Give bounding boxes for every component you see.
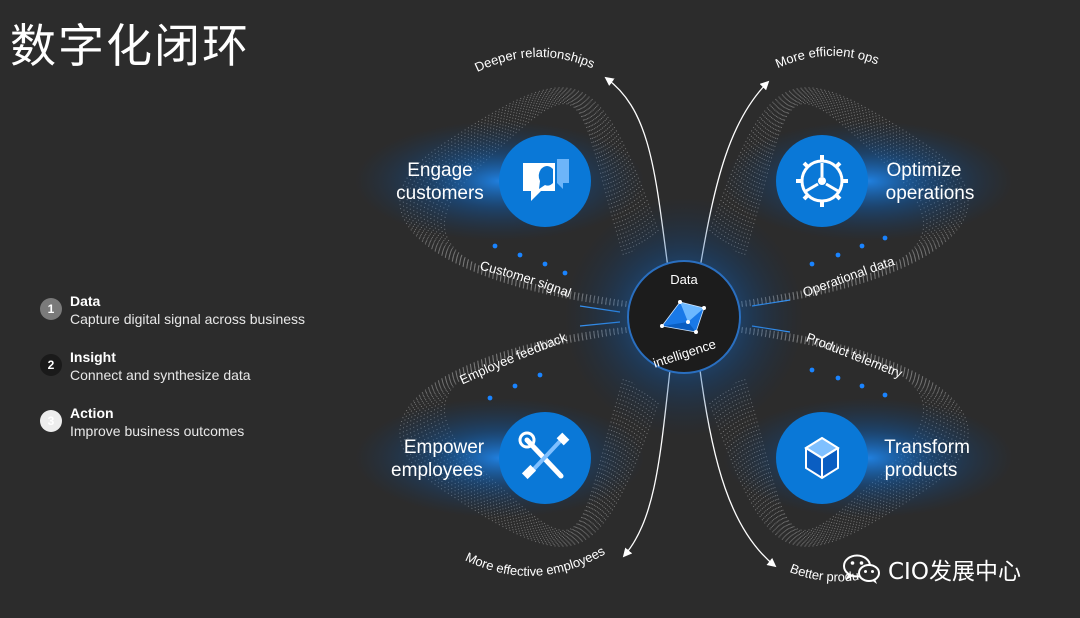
gear-icon (796, 155, 848, 207)
step-number: 3 (40, 410, 62, 432)
cube-icon (804, 436, 840, 480)
dotted-flow-line (701, 89, 962, 310)
dotted-flow-line (701, 324, 959, 543)
dotted-flow-line (701, 324, 942, 537)
flow-label-operational-data: Operational data (801, 253, 897, 300)
step-list: 1 Data Capture digital signal across bus… (40, 292, 340, 460)
flow-label-product-telemetry: Product telemetry (804, 330, 905, 381)
step-item-insight: 2 Insight Connect and synthesize data (40, 348, 340, 404)
node-engage-customers: Engage customers (396, 135, 591, 227)
customer-chat-icon (523, 159, 569, 201)
dotted-flow-line (399, 87, 667, 310)
flow-accent-dot (537, 372, 543, 378)
flow-label-employee-feedback: Employee feedback (457, 329, 569, 387)
dotted-flow-line (406, 89, 667, 310)
flow-accent-dot (492, 243, 498, 249)
flow-accent-dot (859, 383, 865, 389)
watermark-text: CIO发展中心 (888, 559, 1021, 585)
data-intelligence-hub: Data intelligence (627, 260, 741, 374)
flow-accent-dot (562, 270, 568, 276)
flow-accent-dot (809, 261, 815, 267)
tools-icon (518, 431, 570, 480)
step-title: Insight (70, 349, 116, 365)
dotted-flow-line (420, 324, 667, 540)
dotted-flow-line (409, 324, 667, 543)
dotted-flow-line (701, 324, 962, 545)
flow-accent-dot (882, 392, 888, 398)
step-number: 1 (40, 298, 62, 320)
flow-accent-dot (809, 367, 815, 373)
dotted-flow-line (701, 91, 959, 310)
flow-label-customer-signal: Customer signal (479, 258, 574, 301)
transform-label-line1: Transform (884, 437, 970, 458)
dotted-flow-line (701, 87, 969, 310)
empower-label-line2: employees (391, 460, 483, 481)
watermark: CIO发展中心 (842, 552, 1021, 586)
wechat-icon (843, 554, 880, 584)
data-intelligence-icon (660, 300, 706, 334)
node-transform-products: Transform products (776, 412, 970, 504)
flow-accent-dot (835, 252, 841, 258)
step-description: Connect and synthesize data (70, 367, 251, 383)
engage-label-line2: customers (396, 183, 484, 204)
engage-label-line1: Engage (407, 160, 473, 181)
flow-accent-dot (542, 261, 548, 267)
dotted-flow-line (426, 324, 667, 537)
transform-label-line2: products (885, 460, 958, 481)
outcome-label-more-effective-employees: More effective employees (463, 543, 607, 579)
dotted-flow-line (701, 324, 969, 547)
dotted-flow-line (406, 324, 667, 545)
step-number: 2 (40, 354, 62, 376)
dotted-flow-line (701, 97, 942, 310)
dotted-flow-line (701, 324, 948, 540)
step-description: Capture digital signal across business (70, 311, 306, 327)
flow-accent-dot (835, 375, 841, 381)
dotted-flow-line (409, 91, 667, 310)
outcome-label-more-efficient-ops: More efficient ops (773, 44, 882, 71)
dotted-flow-line (701, 94, 948, 310)
node-optimize-operations: Optimize operations (776, 135, 974, 227)
outcome-label-deeper-relationships: Deeper relationships (472, 45, 597, 75)
flow-accent-dot (512, 383, 518, 389)
dotted-flow-line (399, 324, 667, 547)
step-description: Improve business outcomes (70, 423, 245, 439)
step-item-action: 3 Action Improve business outcomes (40, 404, 340, 460)
step-title: Action (70, 405, 114, 421)
dotted-flow-line (426, 97, 667, 310)
hub-label-line1: Data (670, 272, 698, 287)
step-item-data: 1 Data Capture digital signal across bus… (40, 292, 340, 348)
flow-accent-dot (859, 243, 865, 249)
optimize-label-line2: operations (886, 183, 975, 204)
optimize-label-line1: Optimize (887, 160, 962, 181)
empower-label-line1: Empower (404, 437, 485, 458)
step-title: Data (70, 293, 101, 309)
dotted-flow-line (420, 94, 667, 310)
node-empower-employees: Empower employees (391, 412, 591, 504)
page-title: 数字化闭环 (10, 19, 250, 73)
flow-accent-dot (517, 252, 523, 258)
